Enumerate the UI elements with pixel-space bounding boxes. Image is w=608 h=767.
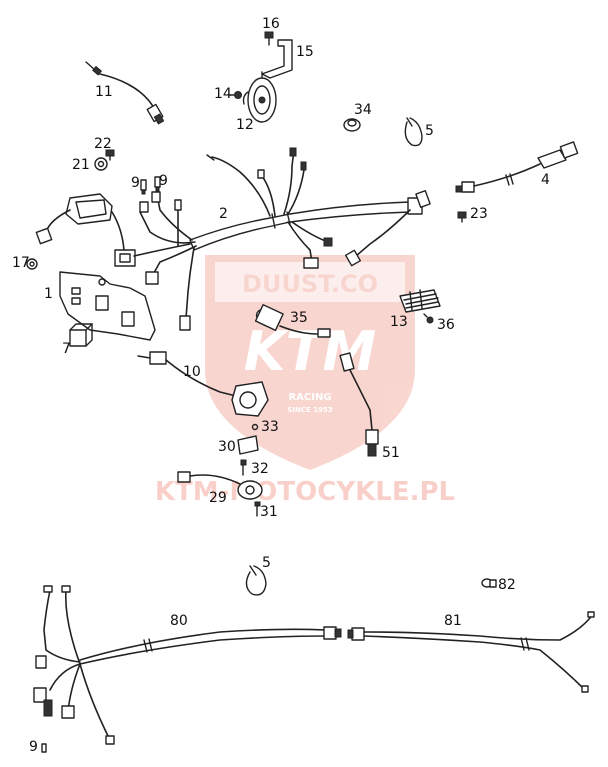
clip-5-bottom: [245, 565, 267, 596]
callout-81: 81: [444, 613, 462, 629]
callout-33: 33: [261, 419, 279, 435]
callout-16: 16: [262, 16, 280, 32]
fuse-9-a: [140, 179, 147, 195]
nut-21: [94, 157, 108, 171]
callout-17: 17: [12, 255, 30, 271]
callout-1: 1: [44, 286, 53, 302]
callout-21: 21: [72, 157, 90, 173]
callout-9-a: 9: [131, 175, 140, 191]
harness-81: [347, 611, 595, 693]
callout-5-top: 5: [425, 123, 434, 139]
watermark-site: KTM-MOTOCYKLE.PL: [155, 477, 455, 507]
watermark: DUUST.CO KTM RACING SINCE 1953: [205, 255, 415, 470]
callout-29: 29: [209, 490, 227, 506]
washer-33: [251, 423, 259, 431]
screw-32: [240, 459, 247, 476]
main-harness-2: [114, 147, 431, 331]
screw-36: [423, 313, 434, 324]
clip-5-top: [404, 117, 423, 147]
callout-4: 4: [541, 172, 550, 188]
screw-14: [229, 91, 242, 99]
callout-22: 22: [94, 136, 112, 152]
callout-30: 30: [218, 439, 236, 455]
callout-15: 15: [296, 44, 314, 60]
nut-34: [343, 118, 361, 132]
callout-11: 11: [95, 84, 113, 100]
mounting-plate-1: [59, 271, 156, 341]
regulator-13: [399, 289, 441, 313]
screw-16: [264, 31, 274, 46]
harness-80: [33, 585, 342, 753]
callout-13: 13: [390, 314, 408, 330]
bracket-15: [261, 39, 293, 79]
callout-labels: 16 15 11 14 12 34 5 22 21 9 9 2 4 23 17 …: [12, 16, 550, 755]
relay-7: [69, 323, 93, 347]
fuse-9-b: [154, 176, 161, 192]
callout-10: 10: [183, 364, 201, 380]
watermark-logo-since: SINCE 1953: [287, 406, 332, 414]
callout-2: 2: [219, 206, 228, 222]
callout-12: 12: [236, 117, 254, 133]
watermark-logo-top: DUUST.CO: [242, 270, 378, 298]
horn-12: [242, 71, 277, 123]
callout-80: 80: [170, 613, 188, 629]
callout-5-bottom: 5: [262, 555, 271, 571]
callout-9-c: 9: [29, 739, 38, 755]
sensor-cable-11: [85, 61, 165, 125]
callout-51: 51: [382, 445, 400, 461]
callout-23: 23: [470, 206, 488, 222]
callout-35: 35: [290, 310, 308, 326]
callout-34: 34: [354, 102, 372, 118]
callout-82: 82: [498, 577, 516, 593]
watermark-logo-main: KTM: [244, 320, 376, 383]
cable-4: [455, 141, 579, 193]
sensor-51: [339, 352, 379, 457]
screw-22: [105, 149, 115, 161]
callout-31: 31: [260, 504, 278, 520]
callout-36: 36: [437, 317, 455, 333]
sensor-29: [177, 471, 263, 500]
callout-14: 14: [214, 86, 232, 102]
callout-7: 7: [62, 341, 71, 357]
screw-23: [457, 211, 467, 223]
watermark-logo-sub: RACING: [288, 392, 331, 403]
switch-10: [137, 351, 269, 417]
bulb-82: [481, 578, 497, 588]
callout-9-b: 9: [159, 173, 168, 189]
bracket-30: [237, 435, 259, 455]
callout-32: 32: [251, 461, 269, 477]
screw-31: [254, 501, 261, 517]
relay-harness-17: [26, 193, 125, 270]
capacitor-35: [254, 304, 331, 338]
